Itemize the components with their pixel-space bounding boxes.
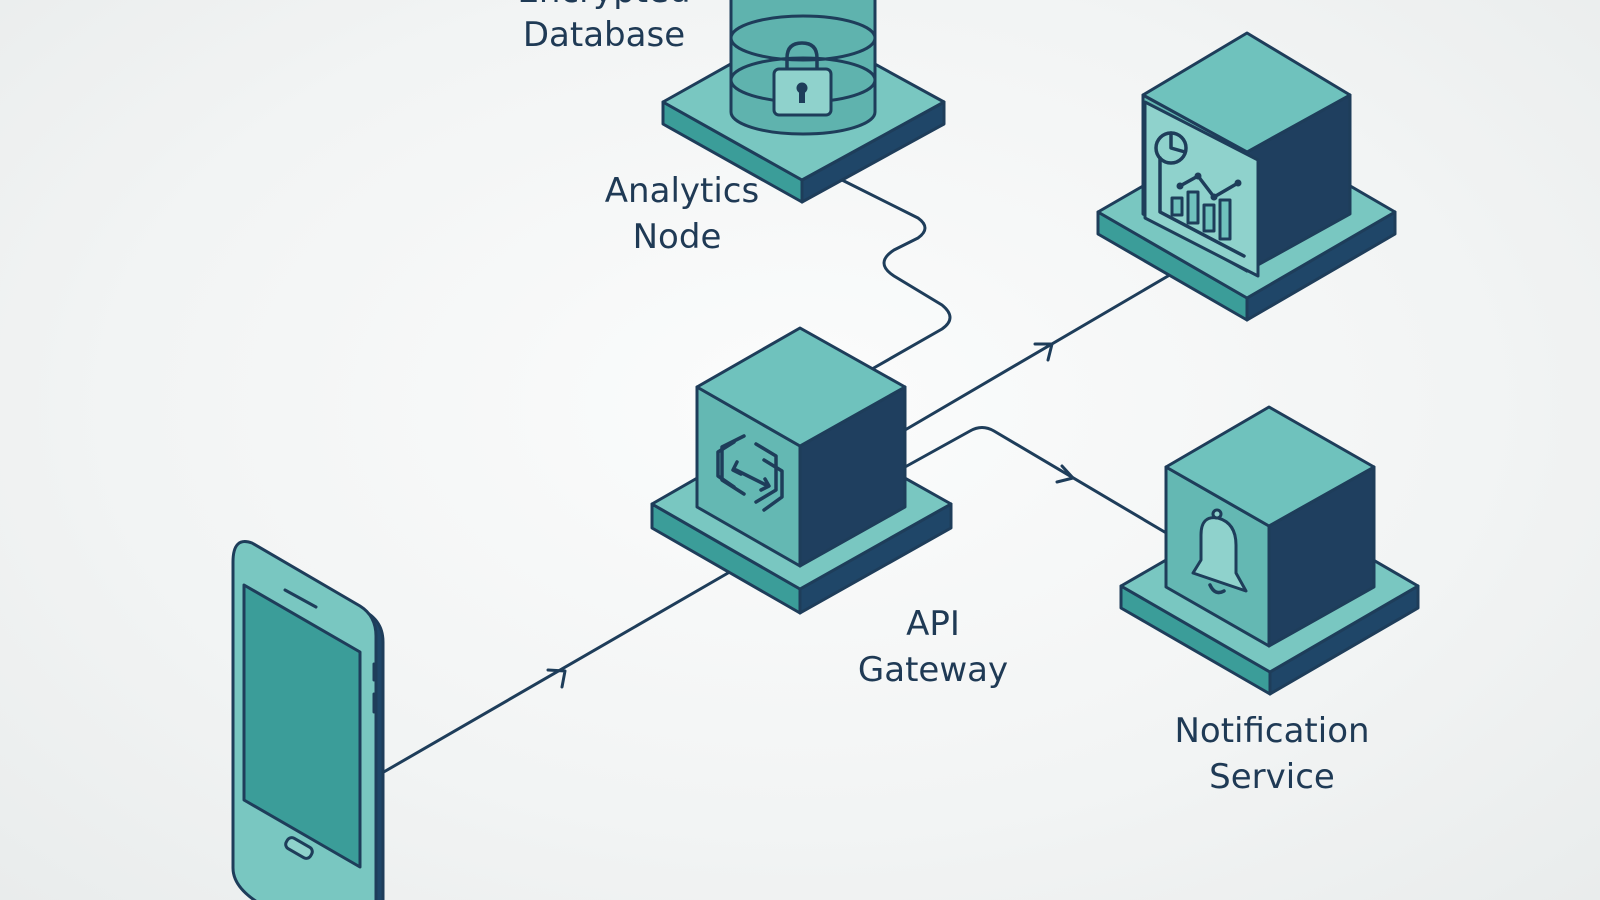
gateway-to-database-connector — [840, 178, 952, 371]
lock-icon — [772, 41, 833, 117]
phone-to-gateway-arrowhead — [546, 668, 567, 689]
api-gateway-label-line1: API — [906, 604, 960, 644]
code-icon — [716, 434, 784, 512]
gateway-to-notification-connector — [903, 426, 1170, 536]
notification-service-node[interactable]: Notification Service — [1119, 405, 1420, 797]
notification-service-label: Notification Service — [1174, 711, 1369, 797]
connections — [380, 178, 1170, 775]
smartphone-icon — [231, 540, 385, 900]
encrypted-database-label-line2: Database — [523, 15, 685, 55]
encrypted-database-label: Encrypted Database — [517, 0, 690, 55]
notification-service-label-line2: Service — [1209, 757, 1335, 797]
phone-to-gateway-connector — [380, 571, 730, 775]
analytics-node-label-line1: Analytics — [605, 171, 759, 211]
api-gateway-label: API Gateway — [858, 604, 1008, 690]
analytics-node[interactable] — [1096, 31, 1397, 322]
gateway-to-analytics-connector — [903, 274, 1170, 432]
bell-icon — [1191, 508, 1248, 595]
analytics-node-label: Analytics Node — [605, 171, 759, 257]
api-gateway-label-line2: Gateway — [858, 650, 1008, 690]
mobile-client-node[interactable] — [231, 540, 385, 900]
api-gateway-node[interactable]: API Gateway — [650, 326, 1008, 690]
chart-icon — [1154, 131, 1246, 258]
encrypted-database-label-line1: Encrypted — [517, 0, 690, 11]
gateway-to-analytics-arrowhead — [1033, 342, 1054, 362]
notification-service-label-line1: Notification — [1174, 711, 1369, 751]
analytics-node-label-line2: Node — [633, 217, 722, 257]
gateway-to-notification-arrowhead — [1055, 464, 1075, 484]
encrypted-database-node[interactable]: Encrypted Database — [517, 0, 946, 204]
